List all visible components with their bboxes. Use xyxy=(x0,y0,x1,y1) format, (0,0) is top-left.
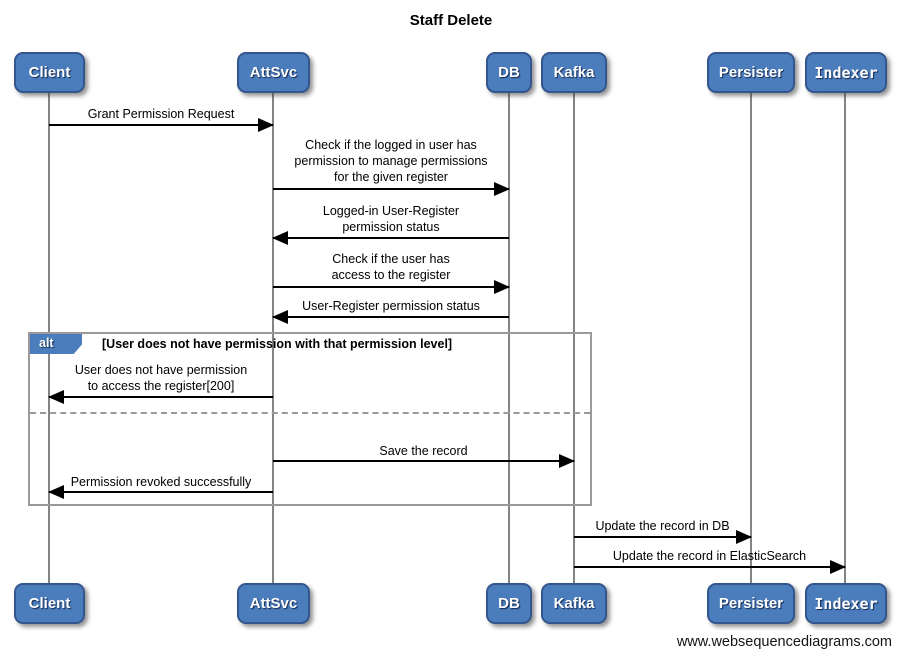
actor-attsvc-top: AttSvc xyxy=(237,52,310,93)
actor-client-top: Client xyxy=(14,52,85,93)
alt-operator-tab: alt xyxy=(30,334,82,354)
message-label: Update the record in DB xyxy=(595,519,730,533)
diagram-title: Staff Delete xyxy=(409,12,493,29)
message-arrow-right xyxy=(273,454,575,468)
message-arrow-right xyxy=(273,182,510,196)
message-label: Update the record in ElasticSearch xyxy=(612,549,807,563)
actor-kafka-top: Kafka xyxy=(541,52,607,93)
actor-attsvc-bottom: AttSvc xyxy=(237,583,310,624)
actor-db-bottom: DB xyxy=(486,583,532,624)
message-arrow-left xyxy=(272,310,509,324)
alt-guard-condition: [User does not have permission with that… xyxy=(102,337,453,351)
arrowhead-right-icon xyxy=(494,182,510,196)
message-label: Save the record xyxy=(379,444,468,458)
actor-client-bottom: Client xyxy=(14,583,85,624)
message-label: Check if the user has access to the regi… xyxy=(331,252,451,282)
lifeline-indexer xyxy=(844,93,846,583)
message-arrow-left xyxy=(272,231,509,245)
lifeline-persister xyxy=(750,93,752,583)
actor-indexer-bottom: Indexer xyxy=(805,583,887,624)
actor-persister-bottom: Persister xyxy=(707,583,795,624)
lifeline-kafka xyxy=(573,93,575,583)
message-arrow-right xyxy=(273,280,510,294)
message-label: Grant Permission Request xyxy=(87,107,235,121)
watermark-url: www.websequencediagrams.com xyxy=(676,634,892,650)
arrowhead-left-icon xyxy=(272,310,288,324)
message-arrow-right xyxy=(574,530,752,544)
message-arrow-right xyxy=(49,118,274,132)
alt-frame: alt [User does not have permission with … xyxy=(28,332,592,506)
alt-else-divider xyxy=(30,412,590,414)
actor-db-top: DB xyxy=(486,52,532,93)
arrowhead-left-icon xyxy=(48,390,64,404)
arrowhead-right-icon xyxy=(736,530,752,544)
message-label: User does not have permission to access … xyxy=(74,363,248,393)
message-label: Logged-in User-Register permission statu… xyxy=(322,204,460,234)
arrowhead-left-icon xyxy=(272,231,288,245)
arrowhead-right-icon xyxy=(830,560,846,574)
message-arrow-right xyxy=(574,560,846,574)
message-label: User-Register permission status xyxy=(302,299,480,313)
lifeline-attsvc xyxy=(272,93,274,583)
actor-persister-top: Persister xyxy=(707,52,795,93)
actor-kafka-bottom: Kafka xyxy=(541,583,607,624)
arrowhead-right-icon xyxy=(258,118,274,132)
arrowhead-left-icon xyxy=(48,485,64,499)
message-label: Check if the logged in user has permissi… xyxy=(294,138,488,184)
message-label: Permission revoked successfully xyxy=(70,475,252,489)
arrowhead-right-icon xyxy=(559,454,575,468)
message-arrow-left xyxy=(48,390,273,404)
arrowhead-right-icon xyxy=(494,280,510,294)
actor-indexer-top: Indexer xyxy=(805,52,887,93)
message-arrow-left xyxy=(48,485,273,499)
lifeline-db xyxy=(508,93,510,583)
